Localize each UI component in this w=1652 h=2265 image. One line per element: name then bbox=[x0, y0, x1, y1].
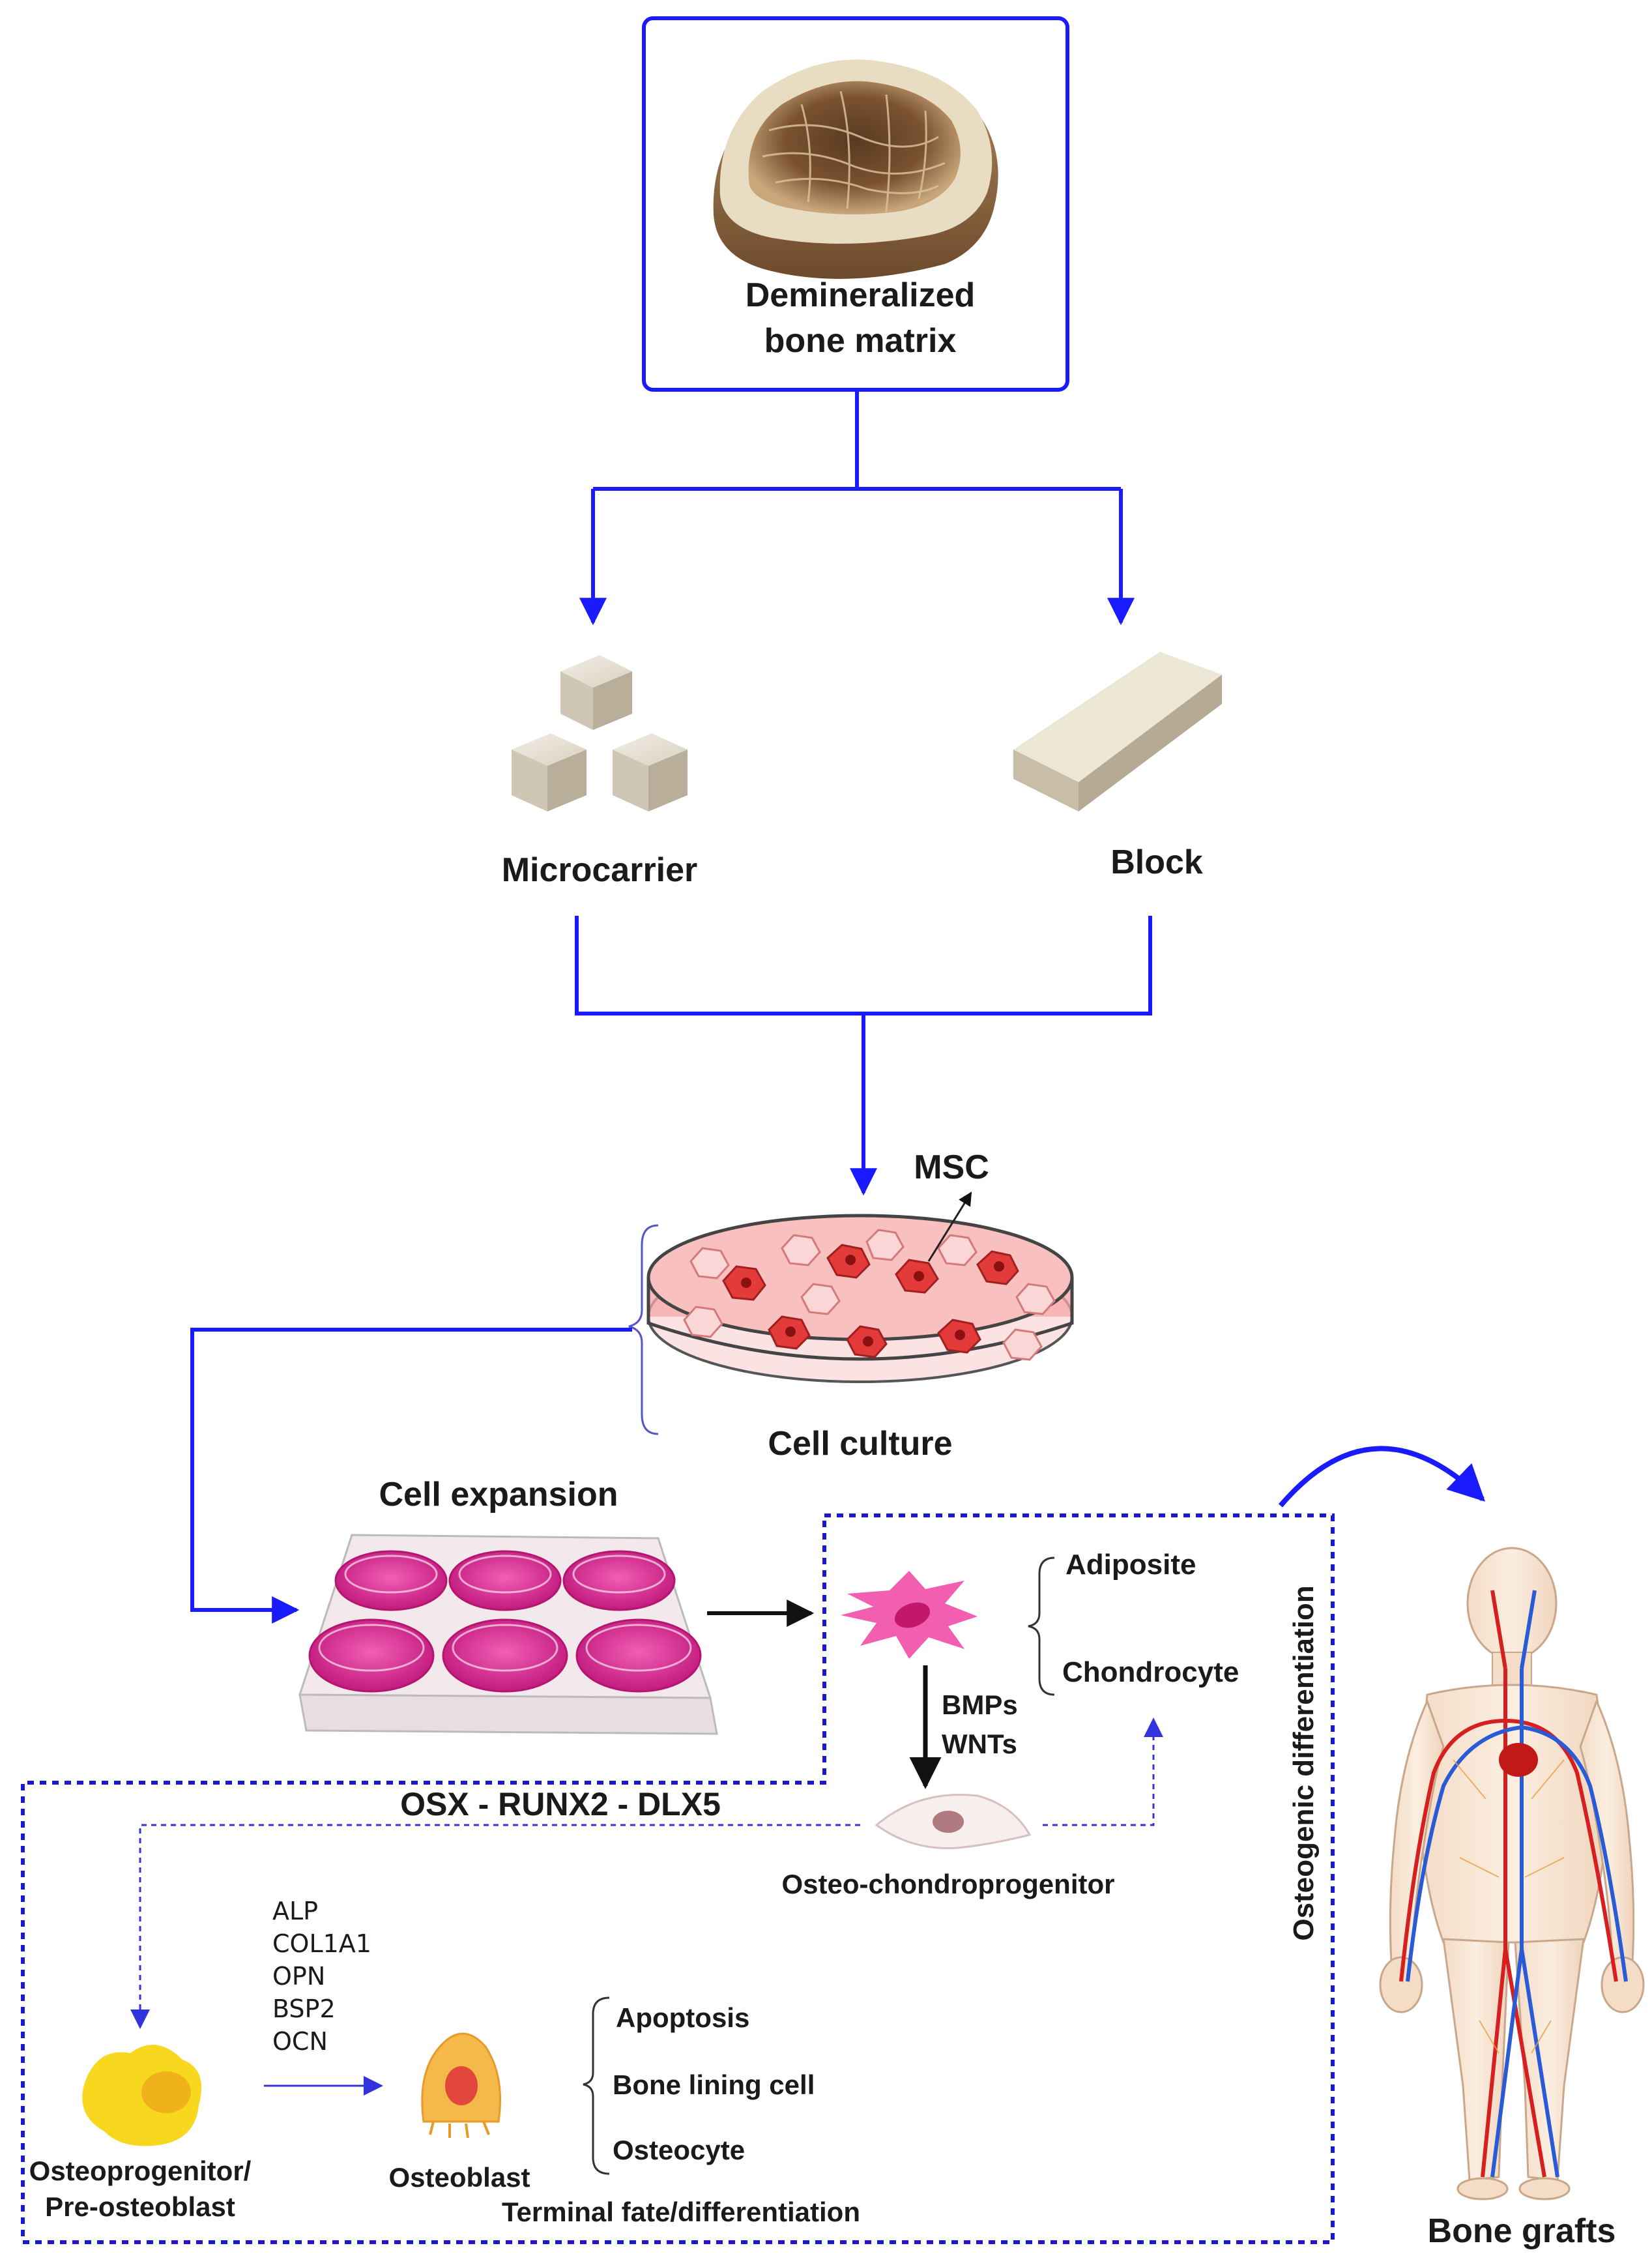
marker-ocn: OCN bbox=[272, 2027, 328, 2056]
transcription-factors-label: OSX - RUNX2 - DLX5 bbox=[400, 1786, 721, 1822]
dbm-source-box: Demineralized bone matrix bbox=[642, 16, 1069, 392]
wnts-label: WNTs bbox=[942, 1729, 1017, 1759]
terminal-fate-label: Terminal fate/differentiation bbox=[502, 2197, 860, 2227]
fate-osteocyte: Osteocyte bbox=[613, 2135, 745, 2165]
microcarrier-cubes-image bbox=[512, 655, 688, 811]
adipocyte-label: Adiposite bbox=[1065, 1549, 1196, 1581]
bone-section-image bbox=[713, 59, 998, 279]
msc-fate-bracket bbox=[1028, 1556, 1055, 1696]
bmps-label: BMPs bbox=[942, 1689, 1018, 1720]
marker-col1a1: COL1A1 bbox=[272, 1929, 371, 1958]
osteoprogenitor-label-line1: Osteoprogenitor/ bbox=[29, 2155, 252, 2186]
dbm-split-connector bbox=[579, 391, 1135, 626]
chondrocyte-label: Chondrocyte bbox=[1062, 1656, 1239, 1688]
block-scaffold-image bbox=[1013, 652, 1222, 811]
osteo-chondroprogenitor-label: Osteo-chondroprogenitor bbox=[782, 1869, 1115, 1899]
culture-dish-image bbox=[628, 1214, 1074, 1435]
osteoblast-fate-bracket bbox=[583, 1996, 610, 2175]
cell-culture-label: Cell culture bbox=[768, 1425, 952, 1463]
marker-opn: OPN bbox=[272, 1962, 325, 1991]
osteoprogenitor-label-line2: Pre-osteoblast bbox=[45, 2191, 235, 2222]
msc-label: MSC bbox=[914, 1148, 989, 1186]
marker-bsp2: BSP2 bbox=[272, 1995, 336, 2023]
cell-expansion-label: Cell expansion bbox=[379, 1476, 618, 1513]
msc-pointer-arrow bbox=[927, 1191, 972, 1262]
to-chondrocyte-dotted-arrow bbox=[1043, 1717, 1163, 1826]
marker-alp: ALP bbox=[272, 1897, 318, 1925]
osteo-chondroprogenitor-icon bbox=[875, 1793, 1032, 1850]
microcarrier-label: Microcarrier bbox=[502, 851, 698, 889]
osteoblast-label: Osteoblast bbox=[388, 2162, 530, 2193]
osteoblast-cell-icon bbox=[421, 2032, 501, 2139]
scaffold-merge-connector bbox=[575, 916, 1152, 1196]
fate-bone-lining-cell: Bone lining cell bbox=[613, 2069, 815, 2100]
to-osteoprogenitor-dotted-arrow bbox=[130, 1824, 860, 2029]
bone-grafts-label: Bone grafts bbox=[1428, 2212, 1616, 2250]
msc-cells bbox=[683, 1229, 1056, 1361]
osteogenic-differentiation-label: Osteogenic differentiation bbox=[1288, 1585, 1320, 1940]
msc-cell-icon bbox=[841, 1571, 978, 1659]
osteogenic-region-border bbox=[21, 1513, 1335, 2244]
block-label: Block bbox=[1110, 843, 1203, 881]
dbm-label-line1: Demineralized bbox=[746, 276, 976, 314]
human-vascular-anatomy-image bbox=[1379, 1547, 1645, 2200]
dbm-label-line2: bone matrix bbox=[764, 322, 957, 360]
osteoblast-markers: ALP COL1A1 OPN BSP2 OCN bbox=[272, 1897, 371, 2056]
culture-to-expansion-connector bbox=[190, 1328, 632, 1624]
to-bone-grafts-arrow bbox=[1278, 1446, 1486, 1508]
six-well-plate-image bbox=[298, 1534, 718, 1735]
fate-apoptosis: Apoptosis bbox=[616, 2002, 749, 2033]
osteoprogenitor-cell-icon bbox=[82, 2045, 202, 2146]
